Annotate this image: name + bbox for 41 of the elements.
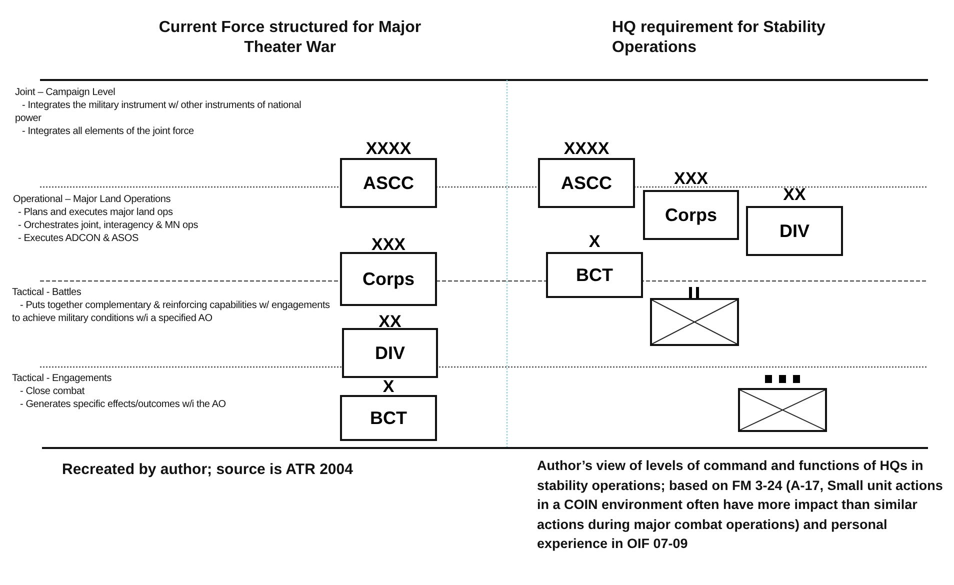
echelon-mark: XXXX xyxy=(562,140,610,157)
echelon-mark: XX xyxy=(782,186,807,203)
level-description: - Integrates all elements of the joint force xyxy=(21,125,195,138)
unit-name: BCT xyxy=(576,264,613,286)
unit-symbol xyxy=(746,186,843,256)
level-description: - Integrates the military instrument w/ other instruments of national power xyxy=(15,99,302,125)
echelon-mark: XXX xyxy=(672,170,710,187)
unit-symbol xyxy=(342,313,438,378)
unit-name: DIV xyxy=(779,220,810,242)
echelon-mark: XXXX xyxy=(364,140,412,157)
echelon-mark: XXX xyxy=(370,236,407,253)
unit-name: DIV xyxy=(374,342,405,364)
caption: Recreated by author; source is ATR 2004 xyxy=(62,460,354,480)
level-description: Tactical - Engagements xyxy=(12,372,113,385)
echelon-mark: X xyxy=(588,233,602,250)
unit-symbol xyxy=(340,236,437,306)
echelon-mark: XX xyxy=(378,313,402,330)
caption: Author’s view of levels of command and functions of HQs in stability operations; based on FM 3-24 (A-17, Small unit actions in a COIN environment often have more impact than similar actions during major combat operations) and personal experience in OIF 07-09 xyxy=(537,457,944,553)
level-description: - Orchestrates joint, interagency & MN ops xyxy=(17,219,200,232)
level-description: - Puts together complementary & reinforcing capabilities w/ engagements to achieve military conditions w/i a specified AO xyxy=(12,299,331,325)
level-description: - Close combat xyxy=(19,385,86,398)
level-description: Operational – Major Land Operations xyxy=(13,193,172,206)
unit-symbol-empty xyxy=(650,285,739,346)
level-description: Tactical - Battles xyxy=(12,286,82,299)
unit-symbol xyxy=(538,140,635,208)
unit-name: ASCC xyxy=(560,172,612,194)
unit-symbol xyxy=(546,233,643,298)
unit-name: Corps xyxy=(664,204,717,226)
unit-symbol xyxy=(340,140,437,208)
column-heading: Current Force structured for Major Theater War xyxy=(158,18,422,58)
echelon-mark: X xyxy=(382,378,396,395)
level-description: Joint – Campaign Level xyxy=(15,86,116,99)
level-description: - Executes ADCON & ASOS xyxy=(17,232,140,245)
column-heading: HQ requirement for Stability Operations xyxy=(612,18,826,58)
unit-name: ASCC xyxy=(362,172,414,194)
unit-name: BCT xyxy=(370,408,407,428)
level-description: - Generates specific effects/outcomes w/i the AO xyxy=(19,398,227,411)
unit-symbol xyxy=(340,378,437,441)
level-description: - Plans and executes major land ops xyxy=(17,206,174,219)
unit-symbol xyxy=(643,170,739,240)
unit-name: Corps xyxy=(362,268,414,290)
